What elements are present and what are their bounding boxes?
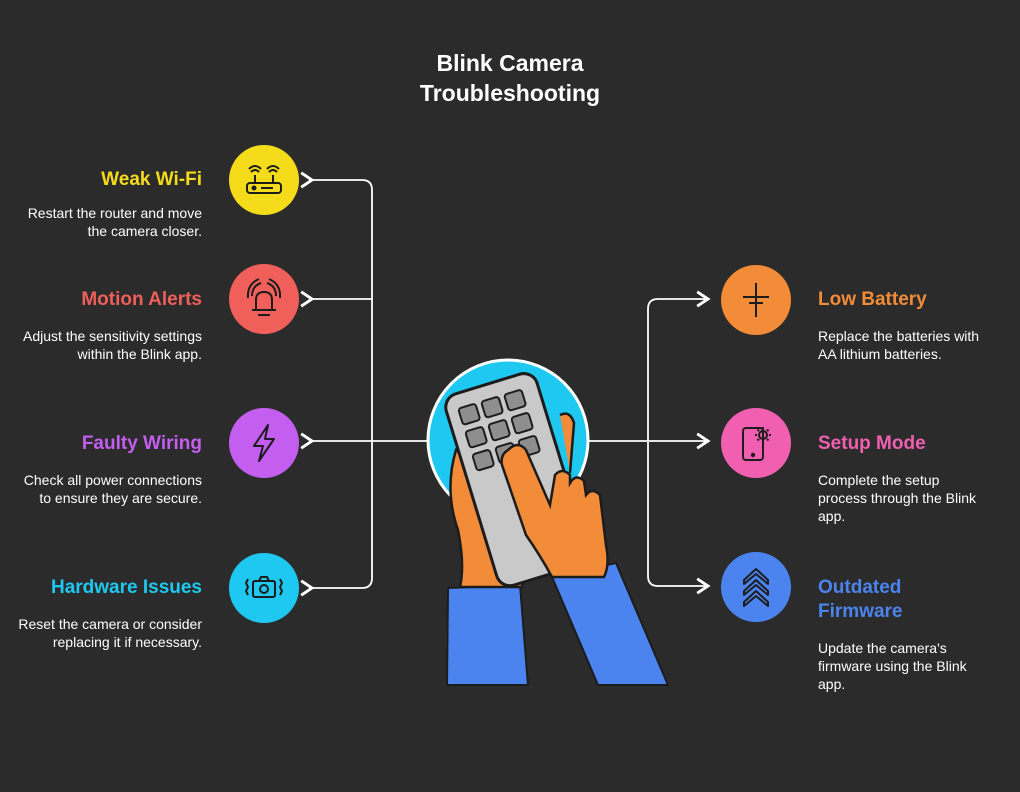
item-title-faulty-wiring: Faulty Wiring: [81, 433, 202, 454]
alarm-bell-icon: [229, 264, 299, 334]
right-branch-firmware: [647, 441, 711, 595]
router-icon: [229, 145, 299, 215]
battery-terminal-icon: [721, 265, 791, 335]
item-title-outdated-firmware: Outdated Firmware: [818, 577, 903, 622]
item-desc-low-battery: Replace the batteries with AA lithium ba…: [818, 328, 980, 362]
left-branch-wifi: [300, 171, 373, 440]
camera-shake-icon: [229, 553, 299, 623]
left-branch-hardware: [300, 440, 373, 597]
phone-gear-icon: [721, 408, 791, 478]
page-title: Blink Camera Troubleshooting: [360, 48, 660, 108]
chevrons-up-icon: [721, 552, 791, 622]
title-line-2: Troubleshooting: [419, 80, 601, 106]
item-desc-faulty-wiring: Check all power connections to ensure th…: [23, 472, 202, 506]
item-title-hardware-issues: Hardware Issues: [50, 577, 202, 598]
item-desc-setup-mode: Complete the setup process through the B…: [818, 472, 976, 524]
lightning-icon: [229, 408, 299, 478]
item-desc-weak-wifi: Restart the router and move the camera c…: [27, 205, 202, 239]
item-desc-hardware-issues: Reset the camera or consider replacing i…: [18, 616, 202, 650]
item-title-setup-mode: Setup Mode: [818, 433, 926, 454]
title-line-1: Blink Camera: [436, 50, 584, 76]
item-title-weak-wifi: Weak Wi-Fi: [101, 169, 202, 190]
item-title-low-battery: Low Battery: [818, 289, 927, 310]
item-desc-motion-alerts: Adjust the sensitivity settings within t…: [23, 328, 202, 362]
item-title-motion-alerts: Motion Alerts: [81, 289, 202, 310]
right-branch-battery: [588, 290, 711, 442]
item-desc-outdated-firmware: Update the camera's firmware using the B…: [818, 640, 967, 692]
hand-remote-icon: [426, 358, 670, 686]
